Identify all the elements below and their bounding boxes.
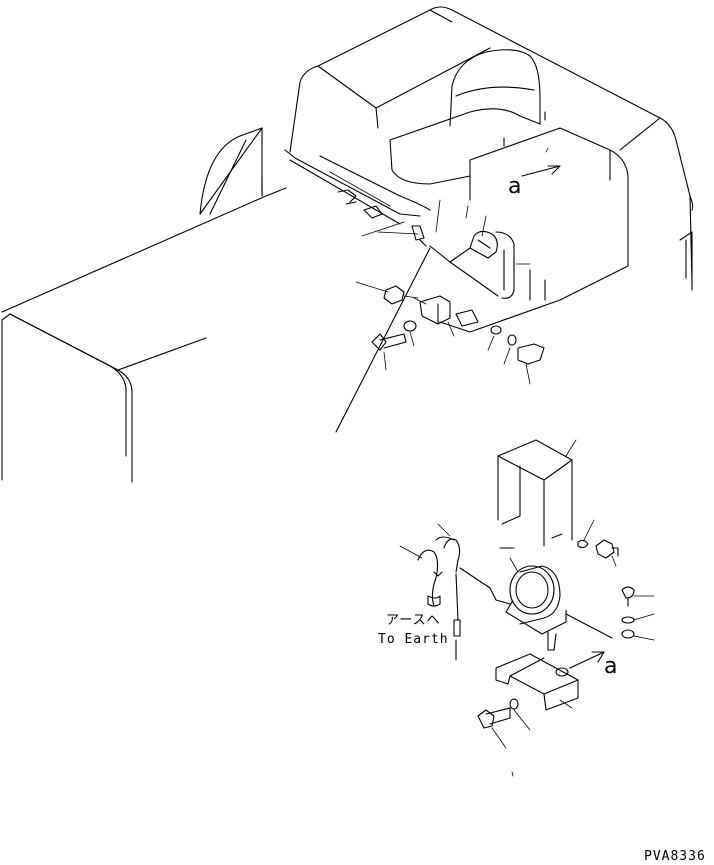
lower-bolt <box>478 699 530 776</box>
lower-right-hardware <box>578 520 654 640</box>
upper-hardware <box>356 282 544 384</box>
lamp-guard <box>498 440 576 546</box>
side-console <box>285 150 430 224</box>
wiring-harness <box>400 524 612 660</box>
view-arrow-upper <box>522 148 560 176</box>
drawing-code: PVA8336 <box>644 849 706 864</box>
beacon-lamp <box>506 558 566 650</box>
upper-lamp-assembly <box>336 200 530 432</box>
earth-note-english: To Earth <box>378 632 449 647</box>
engine-hood <box>2 128 286 482</box>
operator-seat <box>390 50 610 200</box>
cab-outline <box>290 7 693 332</box>
view-arrow-lower <box>570 652 604 668</box>
view-marker-upper: a <box>508 174 522 199</box>
earth-note-japanese: アースへ <box>386 613 441 628</box>
lamp-bracket <box>496 654 578 710</box>
view-marker-lower: a <box>604 654 618 679</box>
